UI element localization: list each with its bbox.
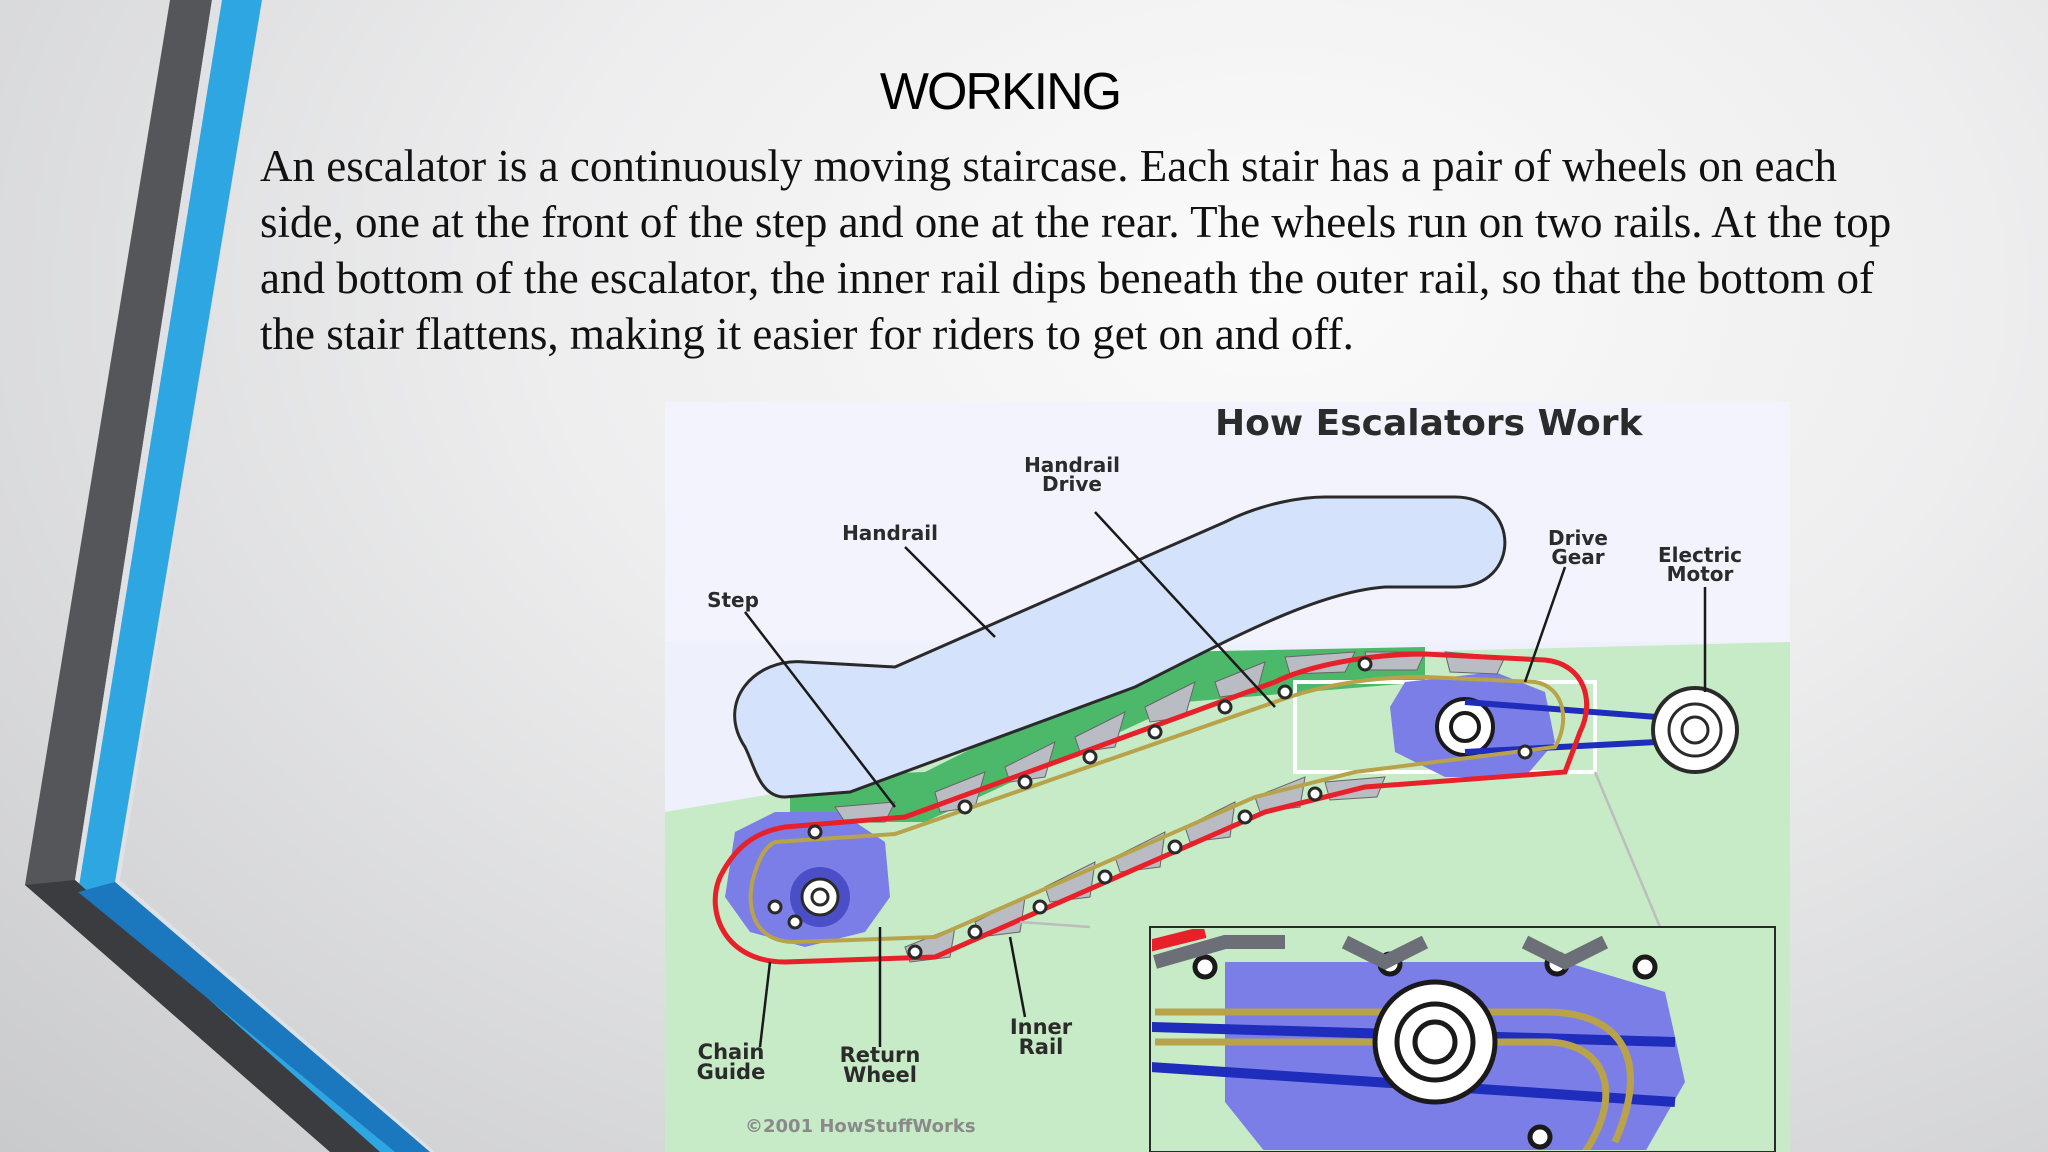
label-step: Step	[707, 588, 759, 612]
label-inner-rail-line2: Rail	[1019, 1035, 1064, 1059]
label-electric-motor-line2: Motor	[1667, 562, 1734, 586]
label-handrail-drive-line1: Handrail	[1024, 453, 1120, 477]
inset-detail	[1152, 929, 1685, 1150]
inner-rail	[748, 674, 1566, 945]
label-return-wheel-line1: Return	[840, 1043, 921, 1067]
copyright-notice: ©2001 HowStuffWorks	[745, 1116, 976, 1137]
label-drive-gear-line1: Drive	[1548, 526, 1608, 550]
figure-title: How Escalators Work	[1215, 403, 1644, 444]
label-drive-gear-line2: Gear	[1551, 545, 1604, 569]
label-inner-rail-line1: Inner	[1010, 1015, 1073, 1039]
label-return-wheel-line2: Wheel	[843, 1063, 917, 1087]
label-handrail-drive-line2: Drive	[1042, 472, 1102, 496]
slide-title: WORKING	[879, 63, 1122, 121]
slide-body-text: An escalator is a continuously moving st…	[260, 141, 1892, 359]
handrail-loop	[733, 495, 1507, 799]
escalator-diagram: How Escalators Work Handrail Drive Handr…	[665, 402, 1790, 1152]
label-handrail: Handrail	[842, 521, 938, 545]
label-chain-guide-line1: Chain	[698, 1040, 765, 1064]
label-electric-motor-line1: Electric	[1658, 543, 1742, 567]
step-chain	[712, 651, 1590, 965]
label-chain-guide-line2: Guide	[697, 1060, 766, 1084]
